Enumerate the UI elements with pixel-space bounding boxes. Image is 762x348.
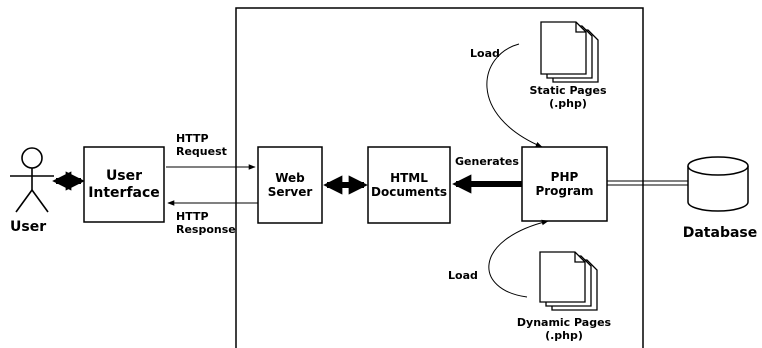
http-request-line1: HTTP	[176, 132, 209, 145]
static-pages-line1: Static Pages	[529, 84, 607, 97]
user-interface-box	[83, 146, 165, 223]
web-server-line2: Server	[267, 185, 313, 199]
static-load-label: Load	[470, 47, 500, 60]
php-program-label: PHP Program	[522, 147, 607, 221]
static-pages-label: Static Pages (.php)	[520, 84, 616, 111]
user-interface-line1: User	[105, 167, 143, 184]
http-request-label: HTTP Request	[176, 132, 227, 159]
html-documents-label: HTML Documents	[368, 147, 450, 223]
database-label: Database	[682, 225, 758, 241]
web-server-label: Web Server	[258, 147, 322, 223]
user-interface-line2: Interface	[88, 184, 160, 201]
php-program-line2: Program	[535, 184, 594, 198]
html-documents-box	[367, 146, 451, 224]
generates-label: Generates	[455, 155, 519, 168]
php-program-box	[521, 146, 608, 222]
user-interface-label: User Interface	[84, 147, 164, 222]
static-pages-document-icon	[540, 21, 599, 83]
dynamic-pages-document-icon	[539, 251, 598, 311]
web-server-box	[257, 146, 323, 224]
static-pages-line2: (.php)	[549, 96, 587, 110]
dynamic-pages-line1: Dynamic Pages	[516, 316, 612, 329]
database-connector	[607, 180, 688, 186]
static-load-curve	[486, 43, 543, 148]
http-response-line1: HTTP	[176, 210, 209, 223]
html-documents-line2: Documents	[371, 185, 447, 199]
database-cylinder	[687, 156, 749, 212]
http-request-line2: Request	[176, 144, 227, 158]
php-program-line1: PHP	[550, 169, 579, 184]
user-stick-figure	[10, 147, 54, 213]
http-response-line2: Response	[176, 222, 236, 236]
dynamic-pages-line2: (.php)	[545, 328, 583, 342]
http-response-label: HTTP Response	[176, 210, 236, 237]
user-label: User	[10, 219, 47, 235]
web-server-line1: Web	[275, 170, 305, 185]
dynamic-pages-label: Dynamic Pages (.php)	[510, 316, 618, 343]
dynamic-load-label: Load	[448, 269, 478, 282]
dynamic-load-curve	[488, 219, 549, 298]
html-documents-line1: HTML	[390, 170, 428, 185]
